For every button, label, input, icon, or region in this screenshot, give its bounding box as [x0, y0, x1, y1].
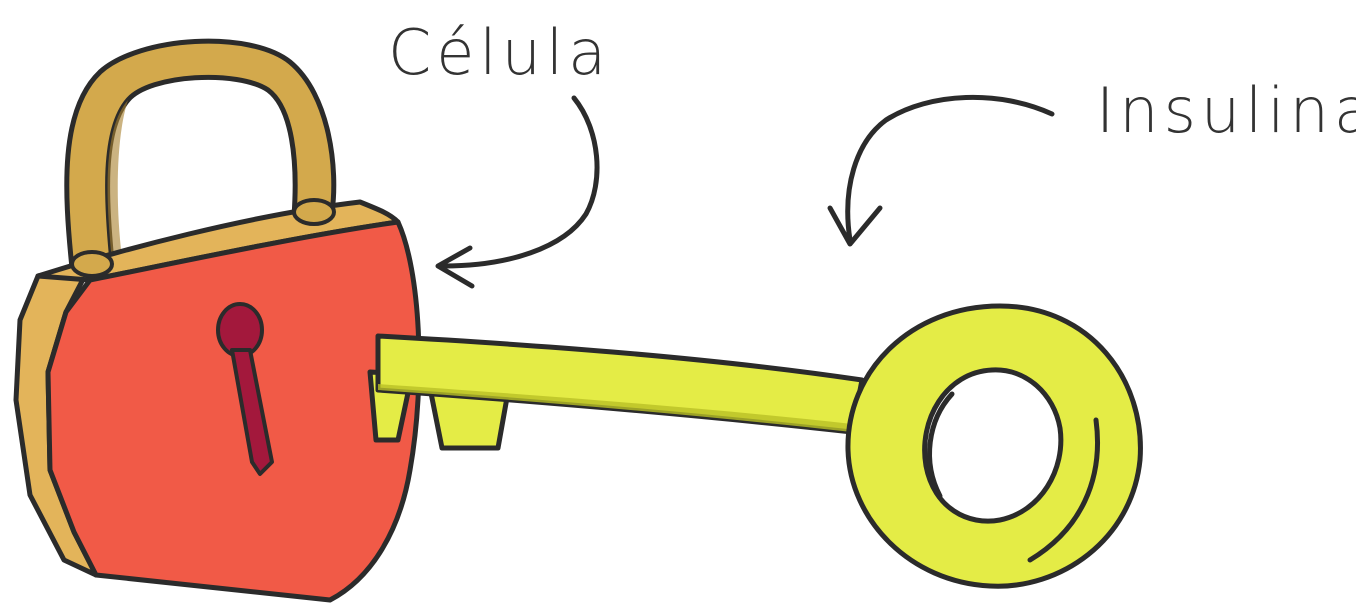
padlock-rivet-left: [72, 252, 112, 276]
cell-arrow-icon: [438, 98, 597, 286]
padlock-body: [48, 222, 419, 600]
padlock-rivet-right: [294, 200, 334, 224]
padlock-icon: [16, 41, 419, 600]
insulin-arrow-icon: [830, 97, 1052, 244]
insulin-label: Insulina: [1096, 74, 1356, 147]
cell-label: Célula: [388, 16, 611, 89]
key-icon: [370, 306, 1140, 586]
